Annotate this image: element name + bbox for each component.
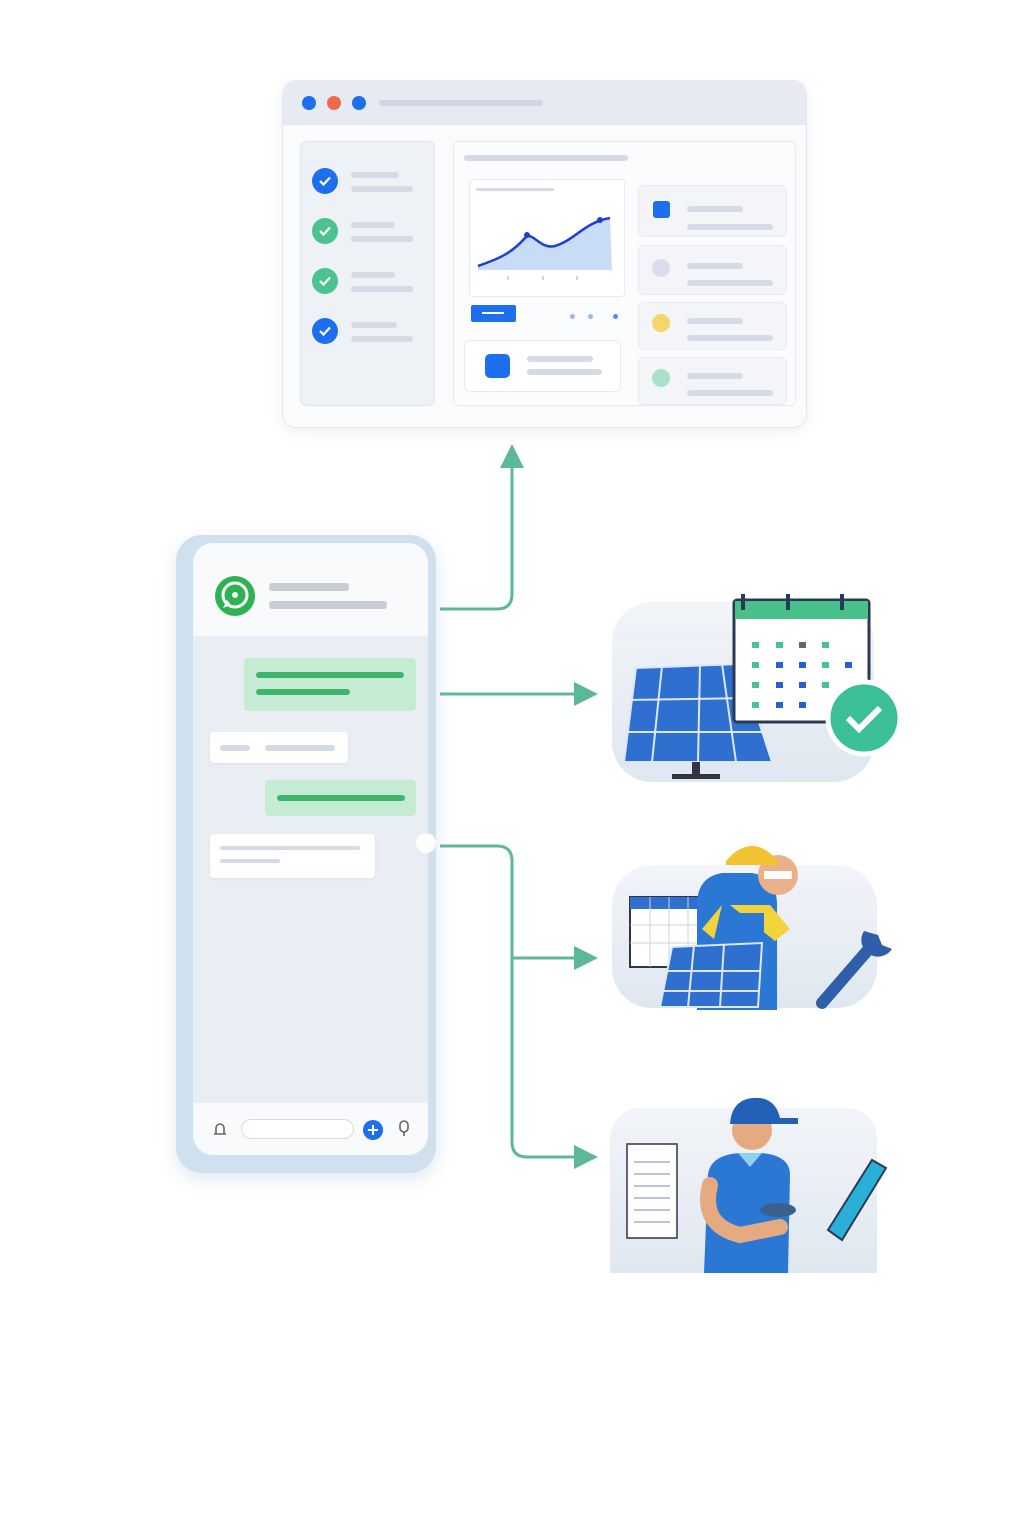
connector-node	[416, 833, 436, 853]
arrowhead-icon	[500, 444, 524, 468]
worker-icon	[629, 846, 892, 1010]
circle-icon	[652, 369, 670, 387]
list-item[interactable]	[638, 357, 787, 405]
list-item[interactable]	[638, 245, 787, 295]
check-icon[interactable]	[312, 218, 338, 244]
chat-screen	[193, 543, 428, 1155]
arrow-to-inspection	[440, 844, 580, 1159]
message-bubble-incoming	[210, 834, 375, 878]
placeholder-line	[351, 286, 413, 292]
dashboard-window	[282, 80, 807, 428]
mic-icon[interactable]	[396, 1120, 412, 1138]
message-bubble-outgoing	[244, 658, 416, 711]
circle-icon	[652, 314, 670, 332]
window-dot-icon[interactable]	[327, 96, 341, 110]
square-icon	[653, 201, 670, 218]
window-dot-icon[interactable]	[302, 96, 316, 110]
action-button[interactable]	[471, 305, 516, 322]
calendar-icon	[732, 598, 871, 724]
message-bubble-outgoing	[265, 780, 416, 816]
check-icon[interactable]	[312, 268, 338, 294]
chat-header	[193, 543, 428, 636]
inspector-icon	[626, 1097, 888, 1273]
placeholder-line	[351, 186, 413, 192]
address-placeholder	[379, 100, 543, 106]
task-list-panel	[300, 141, 435, 406]
list-item[interactable]	[638, 185, 787, 237]
circle-icon	[652, 259, 670, 277]
line-chart	[477, 216, 612, 280]
arrowhead-icon	[574, 682, 598, 706]
arrowhead-icon	[574, 1145, 598, 1169]
folder-icon	[485, 354, 510, 378]
wrench-icon	[816, 937, 880, 1009]
list-item[interactable]	[638, 302, 787, 350]
placeholder-line	[351, 172, 399, 178]
pagination-dot[interactable]	[570, 314, 575, 319]
check-icon	[825, 679, 903, 757]
line-chart-card	[469, 179, 625, 297]
window-dot-icon[interactable]	[352, 96, 366, 110]
placeholder-line	[351, 236, 413, 242]
check-icon[interactable]	[312, 318, 338, 344]
contact-name-placeholder	[269, 583, 349, 591]
placeholder-line	[351, 336, 413, 342]
arrow-to-dashboard	[440, 462, 514, 611]
document-card[interactable]	[464, 340, 621, 392]
arrowhead-icon	[574, 946, 598, 970]
contact-status-placeholder	[269, 601, 387, 609]
bell-icon[interactable]	[211, 1120, 229, 1138]
checklist-icon	[626, 1143, 678, 1239]
message-input[interactable]	[241, 1119, 354, 1139]
message-bubble-incoming	[210, 732, 348, 763]
placeholder-line	[351, 272, 395, 278]
phone-chat	[176, 535, 436, 1173]
whatsapp-icon	[215, 576, 255, 616]
main-content	[453, 141, 796, 406]
placeholder-line	[476, 188, 554, 191]
placeholder-line	[351, 222, 395, 228]
placeholder-heading	[464, 155, 628, 161]
solar-panel-icon	[622, 594, 903, 779]
title-bar	[283, 81, 806, 125]
placeholder-line	[351, 322, 397, 328]
tablet-icon	[826, 1158, 888, 1242]
chat-input-bar	[193, 1103, 428, 1155]
pagination-dot[interactable]	[613, 314, 618, 319]
plus-icon[interactable]	[363, 1120, 383, 1140]
pagination-dot[interactable]	[588, 314, 593, 319]
check-icon[interactable]	[312, 168, 338, 194]
